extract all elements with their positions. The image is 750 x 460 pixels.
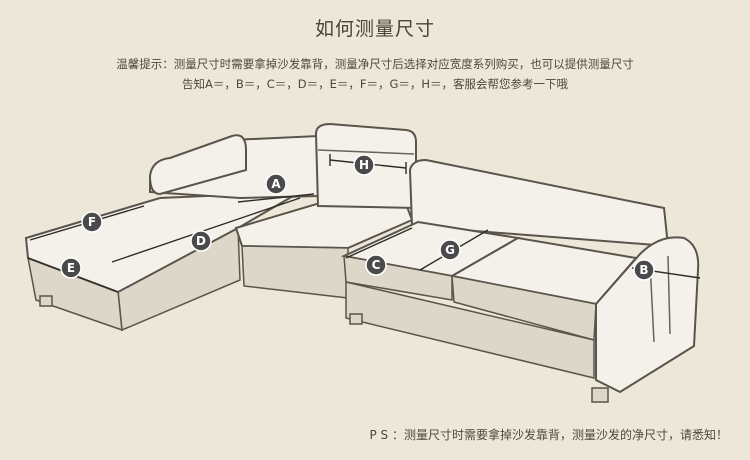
badge-d-label: D (196, 234, 206, 248)
badge-c: C (365, 254, 387, 276)
badge-b: B (633, 259, 655, 281)
badge-h-label: H (359, 158, 369, 172)
badge-d: D (190, 230, 212, 252)
right-seats (340, 220, 638, 379)
ps-note: P S ：测量尺寸时需要拿掉沙发靠背，测量沙发的净尺寸，请悉知！ (369, 428, 729, 442)
badge-e: E (60, 257, 82, 279)
badge-f: F (81, 211, 103, 233)
badge-a-label: A (271, 177, 281, 191)
tip-line-2: 告知A＝，B＝，C＝，D＝，E＝，F＝，G＝，H＝，客服会帮您参考一下哦 (181, 77, 569, 91)
badge-b-label: B (639, 263, 648, 277)
badge-h: H (353, 154, 375, 176)
badge-c-label: C (372, 258, 381, 272)
badge-f-label: F (88, 215, 96, 229)
badge-g-label: G (445, 243, 455, 257)
page-title: 如何测量尺寸 (314, 18, 435, 40)
right-back (408, 158, 670, 248)
badge-e-label: E (67, 261, 75, 275)
badge-a: A (265, 173, 287, 195)
tip-line-1: 温馨提示：测量尺寸时需要拿掉沙发靠背，测量净尺寸后选择对应宽度系列购买，也可以提… (116, 57, 634, 71)
badge-g: G (439, 239, 461, 261)
chaise-section (24, 134, 319, 332)
